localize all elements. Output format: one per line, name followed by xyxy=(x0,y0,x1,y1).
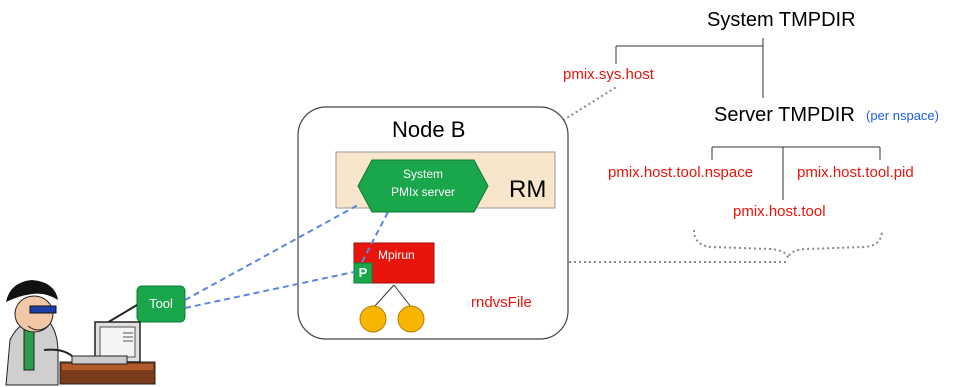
user-at-computer-icon xyxy=(5,280,156,386)
pmix-host-group-brace xyxy=(693,229,883,259)
tool-box xyxy=(136,285,186,323)
process-circle xyxy=(397,305,425,333)
pmix-host-tool-nspace-label: pmix.host.tool.nspace xyxy=(608,164,754,181)
process-circle xyxy=(359,305,387,333)
pmix-server-hexagon xyxy=(357,159,489,213)
tool-connection-lines xyxy=(184,204,389,309)
pmix-sys-host-label: pmix.sys.host xyxy=(563,66,654,83)
tool-label: Tool xyxy=(149,296,173,311)
rndvs-file-label: rndvsFile xyxy=(471,294,532,311)
per-nspace-note: (per nspace) xyxy=(866,108,939,123)
pmix-server-label-line1: System xyxy=(402,167,443,181)
pmix-host-tool-label: pmix.host.tool xyxy=(733,203,826,220)
mpirun-label: Mpirun xyxy=(378,248,415,262)
directory-tree-lines xyxy=(615,38,881,200)
rm-label: RM xyxy=(509,176,547,203)
process-tree-lines xyxy=(373,284,412,308)
node-b-title: Node B xyxy=(392,117,466,142)
pmix-server-label-line2: PMIx server xyxy=(390,185,455,199)
server-tmpdir-label: Server TMPDIR xyxy=(714,104,855,126)
system-tmpdir-label: System TMPDIR xyxy=(707,9,856,31)
pmix-host-tool-pid-label: pmix.host.tool.pid xyxy=(797,164,914,181)
p-label: P xyxy=(358,265,368,280)
